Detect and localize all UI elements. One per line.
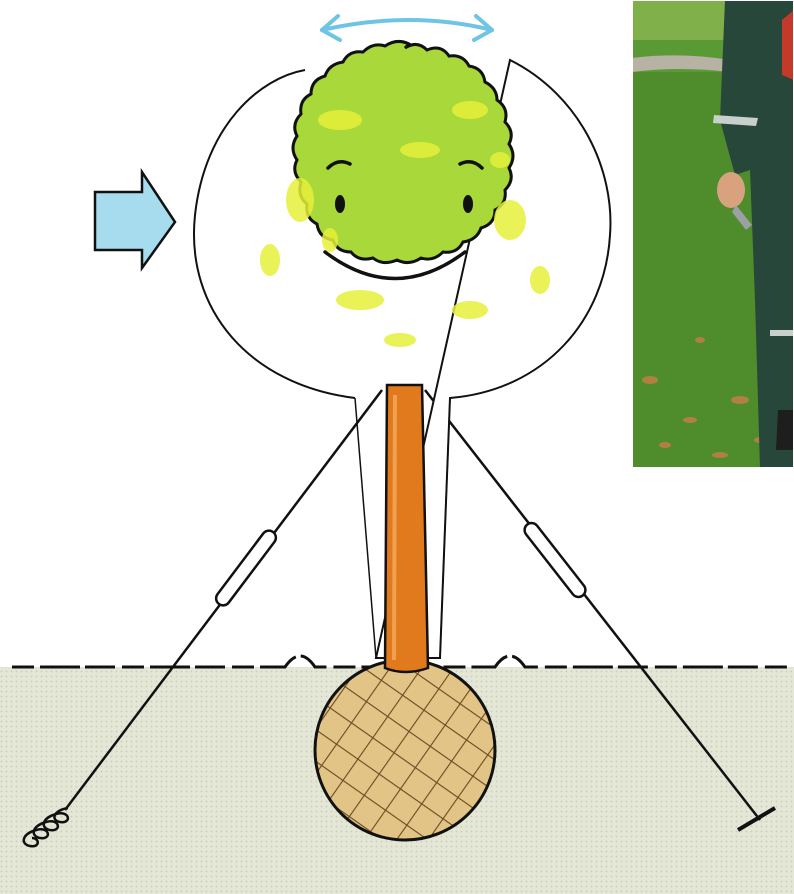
right-eye [463,195,473,213]
rotation-arrow-icon [322,16,492,40]
turnbuckle-right [522,520,588,600]
photo-inset [632,0,794,468]
wind-arrow-icon [95,172,175,268]
left-eye [335,195,345,213]
turnbuckle-left [213,528,278,608]
tree-trunk [385,385,428,672]
